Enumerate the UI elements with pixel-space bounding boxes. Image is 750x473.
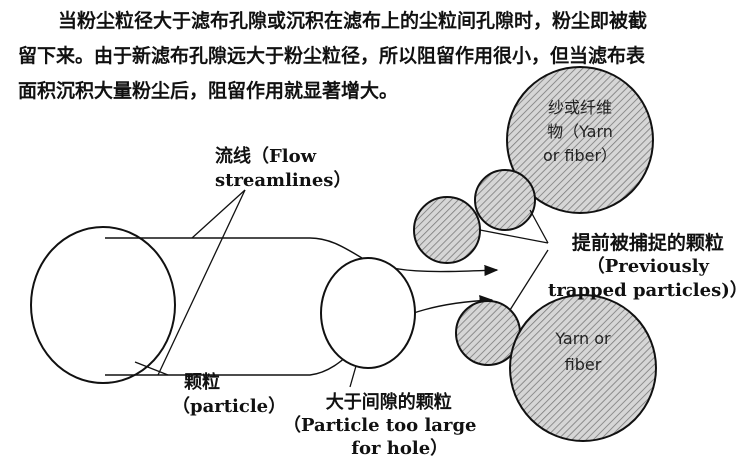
label-streamlines-en: streamlines） xyxy=(215,170,352,191)
label-fiber-bottom-2: fiber xyxy=(564,355,602,374)
label-too-large-zh: 大于间隙的颗粒 xyxy=(325,392,452,413)
trapped-particle-1 xyxy=(413,196,481,264)
label-trapped-en1: （Previously xyxy=(586,256,710,277)
leader-streamline-lower xyxy=(157,189,246,376)
label-too-large: 大于间隙的颗粒 （Particle too large for hole） xyxy=(283,391,476,460)
paragraph-line-2: 留下来。由于新滤布孔隙远大于粉尘粒径，所以阻留作用很小，但当滤布表 xyxy=(18,45,646,67)
leader-too-large xyxy=(349,365,357,388)
particle-circle-large xyxy=(30,226,176,384)
fiber-circle-bottom xyxy=(509,294,657,442)
label-fiber-top-1: 纱或纤维 xyxy=(547,98,612,117)
leader-streamline-upper xyxy=(191,189,246,239)
label-fiber-top-2: 物（Yarn xyxy=(547,122,613,141)
label-too-large-en1: （Particle too large xyxy=(283,415,477,436)
label-streamlines-zh: 流线（Flow xyxy=(215,146,317,167)
trapped-particle-2 xyxy=(474,169,536,231)
label-particle-zh: 颗粒 xyxy=(184,372,220,393)
intro-paragraph: 当粉尘粒径大于滤布孔隙或沉积在滤布上的尘粒间孔隙时，粉尘即被截 留下来。由于新滤… xyxy=(18,4,746,109)
label-trapped-zh: 提前被捕捉的颗粒 xyxy=(571,232,724,254)
label-particle-en: （particle） xyxy=(172,396,287,417)
fiber-circle-top xyxy=(506,66,654,214)
label-fiber-bottom: Yarn or fiber xyxy=(538,326,628,378)
label-trapped-en2: trapped particles)） xyxy=(548,280,748,301)
leader-trapped-1 xyxy=(479,229,549,244)
leader-trapped-3 xyxy=(509,249,549,311)
label-fiber-top: 纱或纤维 物（Yarn or fiber） xyxy=(518,96,642,168)
paragraph-line-1: 当粉尘粒径大于滤布孔隙或沉积在滤布上的尘粒间孔隙时，粉尘即被截 xyxy=(58,10,648,32)
label-fiber-bottom-1: Yarn or xyxy=(555,329,611,348)
label-streamlines: 流线（Flow streamlines） xyxy=(215,145,351,193)
particle-circle-middle xyxy=(320,257,416,369)
paragraph-line-3: 面积沉积大量粉尘后，阻留作用就显著增大。 xyxy=(18,80,399,102)
label-too-large-en2: for hole） xyxy=(351,438,449,459)
leader-trapped-2 xyxy=(529,209,549,244)
label-trapped: 提前被捕捉的颗粒 （Previously trapped particles)） xyxy=(548,231,748,303)
leader-particle xyxy=(134,361,169,376)
label-fiber-top-3: or fiber） xyxy=(542,146,618,165)
label-particle: 颗粒 （particle） xyxy=(172,371,286,419)
